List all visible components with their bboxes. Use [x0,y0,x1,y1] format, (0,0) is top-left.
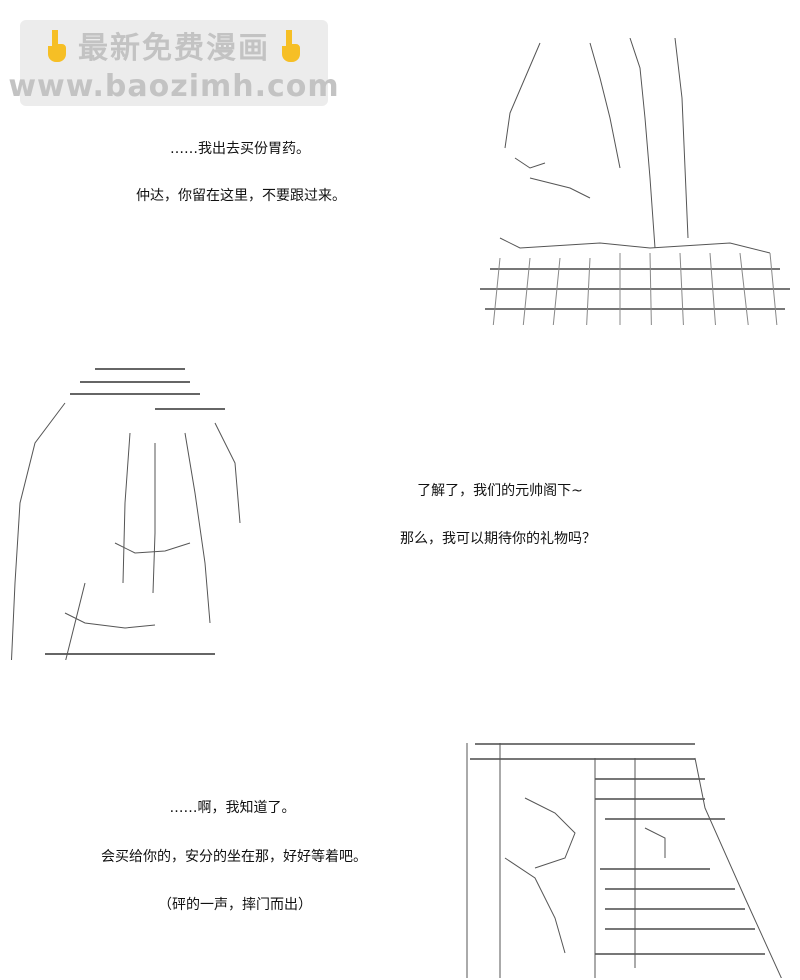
panel2-line2: 那么，我可以期待你的礼物吗？ [400,531,596,547]
watermark-text-url: www.baozimh.com [8,68,340,104]
panel3-line3: （砰的一声，摔门而出） [158,897,312,913]
panel3-line1: ……啊，我知道了。 [169,800,296,816]
panel1-line1: ……我出去买份胃药。 [170,141,310,157]
panel1-line2: 仲达，你留在这里，不要跟过来。 [136,188,346,204]
pointing-down-hand-icon [282,29,300,62]
panel3-line2: 会买给你的，安分的坐在那，好好等着吧。 [101,849,367,865]
panel2-line1: 了解了，我们的元帅阁下~ [417,483,583,499]
watermark-text-cn: 最新免费漫画 [78,30,270,66]
ascii-art-figure-2 [5,325,250,660]
ascii-art-figure-3 [455,700,795,978]
ascii-art-figure-1 [470,0,795,325]
pointing-down-hand-icon [48,29,66,62]
watermark-logo: 最新免费漫画 www.baozimh.com [8,20,339,106]
